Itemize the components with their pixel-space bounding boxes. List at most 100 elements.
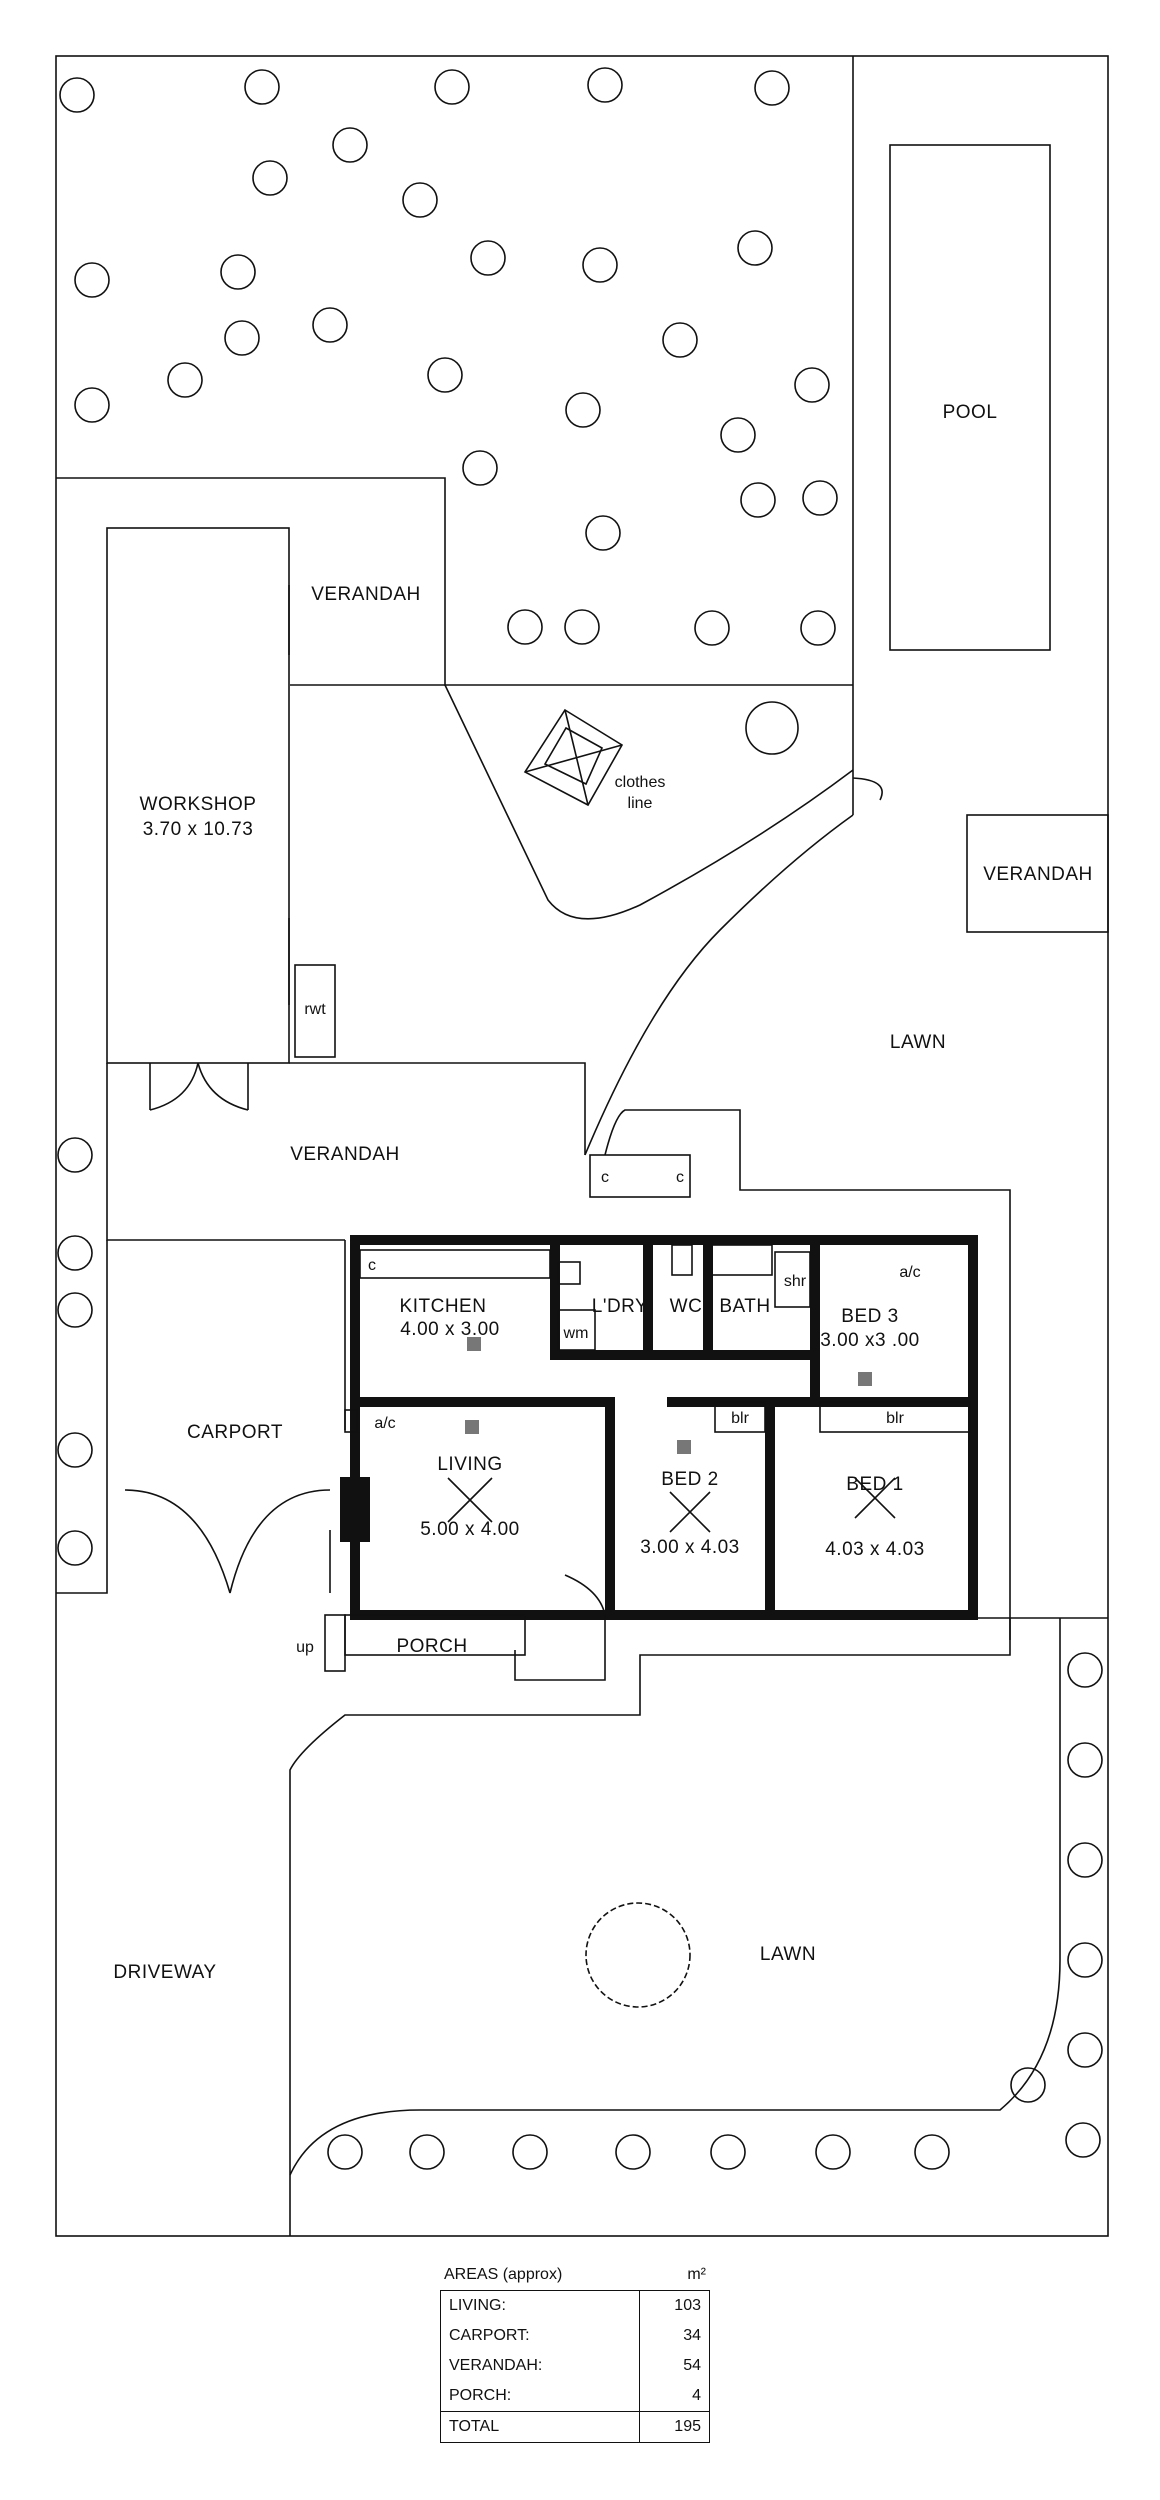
label-living: LIVING (437, 1454, 502, 1475)
area-row-porch: PORCH: 4 (441, 2381, 709, 2411)
tree-icon (57, 1137, 93, 1173)
label-workshop-dim: 3.70 x 10.73 (143, 819, 254, 840)
label-kitchen-dim: 4.00 x 3.00 (400, 1319, 500, 1340)
tree-icon (1065, 2122, 1101, 2158)
marker-living (465, 1420, 479, 1434)
area-total-value: 195 (639, 2412, 709, 2442)
tree-icon (167, 362, 203, 398)
tree-icon (737, 230, 773, 266)
lawn-edge (289, 1618, 1061, 2176)
label-ac-bed3: a/c (899, 1264, 920, 1281)
marker-kitchen (467, 1337, 481, 1351)
tree-icon (244, 69, 280, 105)
fan-bed2 (669, 1491, 711, 1533)
area-value: 34 (639, 2321, 709, 2351)
tree-icon (74, 262, 110, 298)
label-kitchen: KITCHEN (400, 1296, 487, 1317)
areas-body: LIVING: 103 CARPORT: 34 VERANDAH: 54 POR… (440, 2290, 710, 2443)
carport-outline (56, 1240, 108, 1594)
ac-kitchen-unit (344, 1409, 358, 1433)
clothes-line (523, 708, 624, 807)
tree-icon (740, 482, 776, 518)
area-label: VERANDAH: (449, 2357, 543, 2374)
tree-icon (745, 701, 799, 755)
marker-bed3 (858, 1372, 872, 1386)
property-boundary (55, 55, 1109, 2237)
tree-icon (327, 2134, 363, 2170)
label-wc: WC (670, 1296, 703, 1317)
tree-icon (434, 69, 470, 105)
clothes-line-diag-2 (524, 744, 623, 773)
tree-icon (802, 480, 838, 516)
washing-machine (557, 1309, 596, 1351)
tree-icon (462, 450, 498, 486)
garden-path-2 (604, 1109, 1011, 1640)
label-ac-kitchen: a/c (374, 1415, 395, 1432)
tree-icon (710, 2134, 746, 2170)
tree-icon (565, 392, 601, 428)
fan-bed1 (854, 1477, 896, 1519)
toilet (671, 1244, 693, 1276)
area-value: 103 (639, 2291, 709, 2321)
tree-icon (815, 2134, 851, 2170)
area-label: LIVING: (449, 2297, 506, 2314)
label-workshop: WORKSHOP (140, 794, 257, 815)
porch-steps (324, 1614, 346, 1672)
tree-icon (564, 609, 600, 645)
areas-header: AREAS (approx) m² (440, 2260, 710, 2290)
label-lawn-upper: LAWN (890, 1032, 946, 1053)
label-verandah-mid: VERANDAH (290, 1144, 400, 1165)
bir-bed1 (819, 1401, 971, 1433)
area-row-total: TOTAL 195 (441, 2411, 709, 2442)
tree-icon (1067, 2032, 1103, 2068)
label-bed2-dim: 3.00 x 4.03 (640, 1537, 740, 1558)
label-pool: POOL (943, 402, 998, 423)
tree-icon (754, 70, 790, 106)
tree-icon (800, 610, 836, 646)
tree-icon (720, 417, 756, 453)
tree-icon (585, 515, 621, 551)
tree-icon (220, 254, 256, 290)
carport-gate (124, 1489, 331, 1594)
label-lawn-lower: LAWN (760, 1944, 816, 1965)
label-carport: CARPORT (187, 1422, 283, 1443)
area-row-carport: CARPORT: 34 (441, 2321, 709, 2351)
tree-icon (57, 1235, 93, 1271)
verandah-right (966, 814, 1109, 933)
label-clothes-line: line (628, 795, 653, 812)
shower (774, 1251, 811, 1308)
areas-title: AREAS (approx) (444, 2266, 563, 2283)
label-shr: shr (784, 1273, 807, 1290)
tree-icon (507, 609, 543, 645)
garden-path (584, 814, 854, 1156)
label-bed1-dim: 4.03 x 4.03 (825, 1539, 925, 1560)
area-value: 4 (639, 2381, 709, 2411)
tree-icon (694, 610, 730, 646)
label-c-kitchen: c (368, 1257, 376, 1274)
tree-icon (585, 1902, 691, 2008)
areas-unit: m² (687, 2266, 706, 2283)
clothes-area (444, 684, 854, 920)
area-row-living: LIVING: 103 (441, 2291, 709, 2321)
label-bath: BATH (719, 1296, 770, 1317)
label-up: up (296, 1639, 314, 1656)
tree-icon (512, 2134, 548, 2170)
area-label: PORCH: (449, 2387, 512, 2404)
label-bed3-dim: 3.00 x3 .00 (820, 1330, 920, 1351)
bir-bed2 (714, 1401, 766, 1433)
driveway-edge (289, 1618, 1011, 2236)
tree-icon (57, 1432, 93, 1468)
sink (557, 1261, 581, 1285)
bath-tub (711, 1244, 773, 1276)
kitchen-bench (359, 1249, 551, 1279)
tree-icon (1067, 1842, 1103, 1878)
label-bed2: BED 2 (661, 1469, 718, 1490)
areas-table: AREAS (approx) m² LIVING: 103 CARPORT: 3… (440, 2260, 710, 2443)
tree-icon (57, 1530, 93, 1566)
label-bed3: BED 3 (841, 1306, 898, 1327)
tree-group (57, 67, 1103, 2170)
pool (889, 144, 1051, 651)
house-outer-wall (350, 1235, 978, 1620)
tree-icon (224, 320, 260, 356)
verandah-mid-right (289, 1062, 586, 1155)
